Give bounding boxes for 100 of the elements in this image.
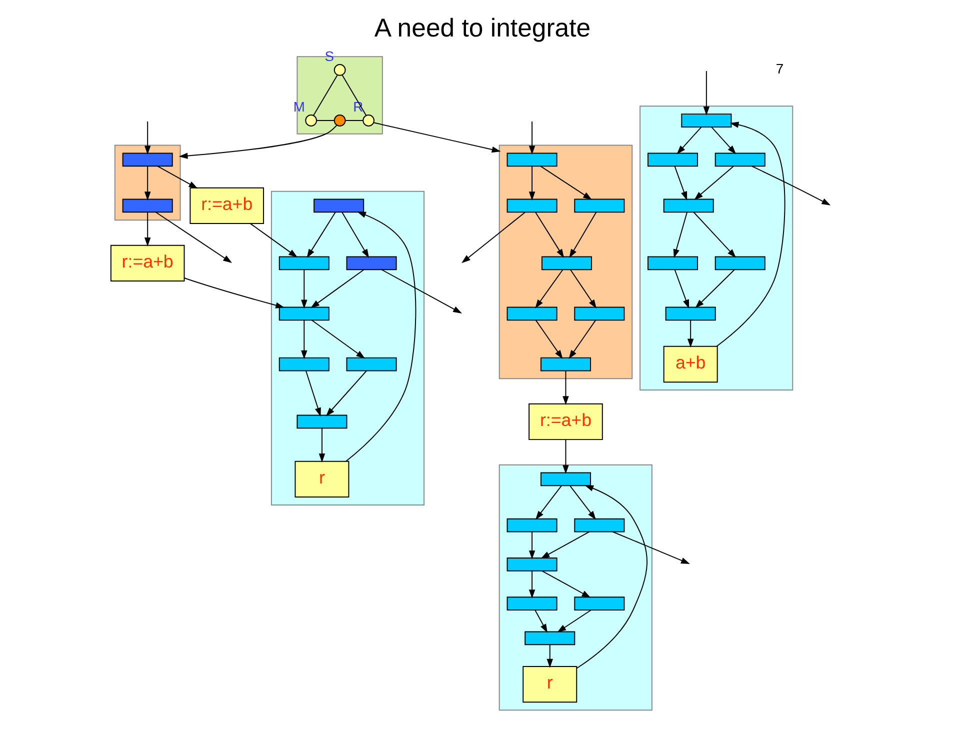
connector [344,120,363,121]
arrow [568,320,596,359]
arrow [310,320,365,359]
node-circle [333,64,346,76]
arrow [674,166,687,200]
node-box [540,472,590,486]
arrow [144,212,150,246]
node-box: r [522,666,577,703]
node-box [506,198,557,213]
arrow [672,212,688,258]
arrow [576,485,647,669]
node-box [714,152,765,167]
node-box [540,357,590,372]
node-box [680,114,732,128]
arrow [569,269,596,308]
node-box [506,596,557,610]
arrow [686,320,694,348]
cluster [270,190,424,506]
arrow [568,212,596,258]
diagram-title: A need to integrate [374,14,590,43]
arrow [306,212,336,258]
arrow [325,370,367,416]
node-box [574,596,624,610]
node-box [574,198,624,213]
node-box [714,256,765,270]
arrow [154,212,232,264]
arrow [556,610,591,632]
node-box [506,306,557,321]
arrow [300,320,307,360]
arrow [144,121,150,155]
connector [341,74,366,116]
node-box [122,152,172,167]
arrow [540,570,590,598]
node-circle [304,114,317,126]
node-box: r:=a+b [189,187,264,224]
node-box [506,557,557,572]
arrow [341,212,369,258]
arrow [562,439,568,474]
node-box [313,198,364,213]
arrow [345,212,416,462]
node-box [664,306,716,321]
arrow [612,531,690,564]
connector [316,120,334,121]
arrow [310,269,364,308]
arrow [702,70,710,116]
arrow [372,122,500,153]
arrow [528,570,535,599]
arrow [534,212,564,258]
arrow [178,124,337,159]
arrow [540,531,590,559]
node-box: a+b [662,346,718,383]
node-box: r [294,460,349,498]
node-box [346,357,396,372]
label: 7 [775,60,784,77]
node-box [278,256,329,270]
arrow [144,166,150,201]
arrow [183,278,284,308]
arrow [461,212,526,264]
node-box [296,414,347,429]
node-box: r:=a+b [528,403,602,440]
arrow [304,370,320,417]
arrow [716,122,785,347]
node-circle [362,114,374,126]
arrow [710,126,736,154]
arrow [534,485,562,520]
arrow [300,269,307,309]
arrow [750,166,830,206]
node-box [278,357,329,372]
node-box [506,518,557,532]
node-box [646,152,698,167]
arrow [692,212,736,258]
arrow [249,223,297,258]
node-box [574,306,624,321]
arrow [694,269,734,308]
arrow [694,166,734,200]
node-box [574,518,624,532]
arrow [676,126,702,154]
arrow [534,610,548,633]
arrow [528,121,535,155]
arrow [569,485,596,520]
arrow [534,269,563,308]
arrow [528,166,535,201]
node-box [662,198,714,213]
node-box [278,306,329,321]
arrow [546,644,552,668]
arrow [156,166,198,189]
arrow [534,320,562,359]
node-circle [333,114,346,126]
arrow [540,166,592,200]
node-box [346,256,396,270]
arrow [380,269,462,314]
arrow [562,370,568,405]
node-box: r:=a+b [110,244,184,282]
node-box [524,631,575,646]
connector [312,74,338,116]
node-box [646,256,698,270]
arrow [528,531,535,560]
arrow [318,428,325,462]
node-box [122,198,172,213]
node-box [506,152,557,167]
